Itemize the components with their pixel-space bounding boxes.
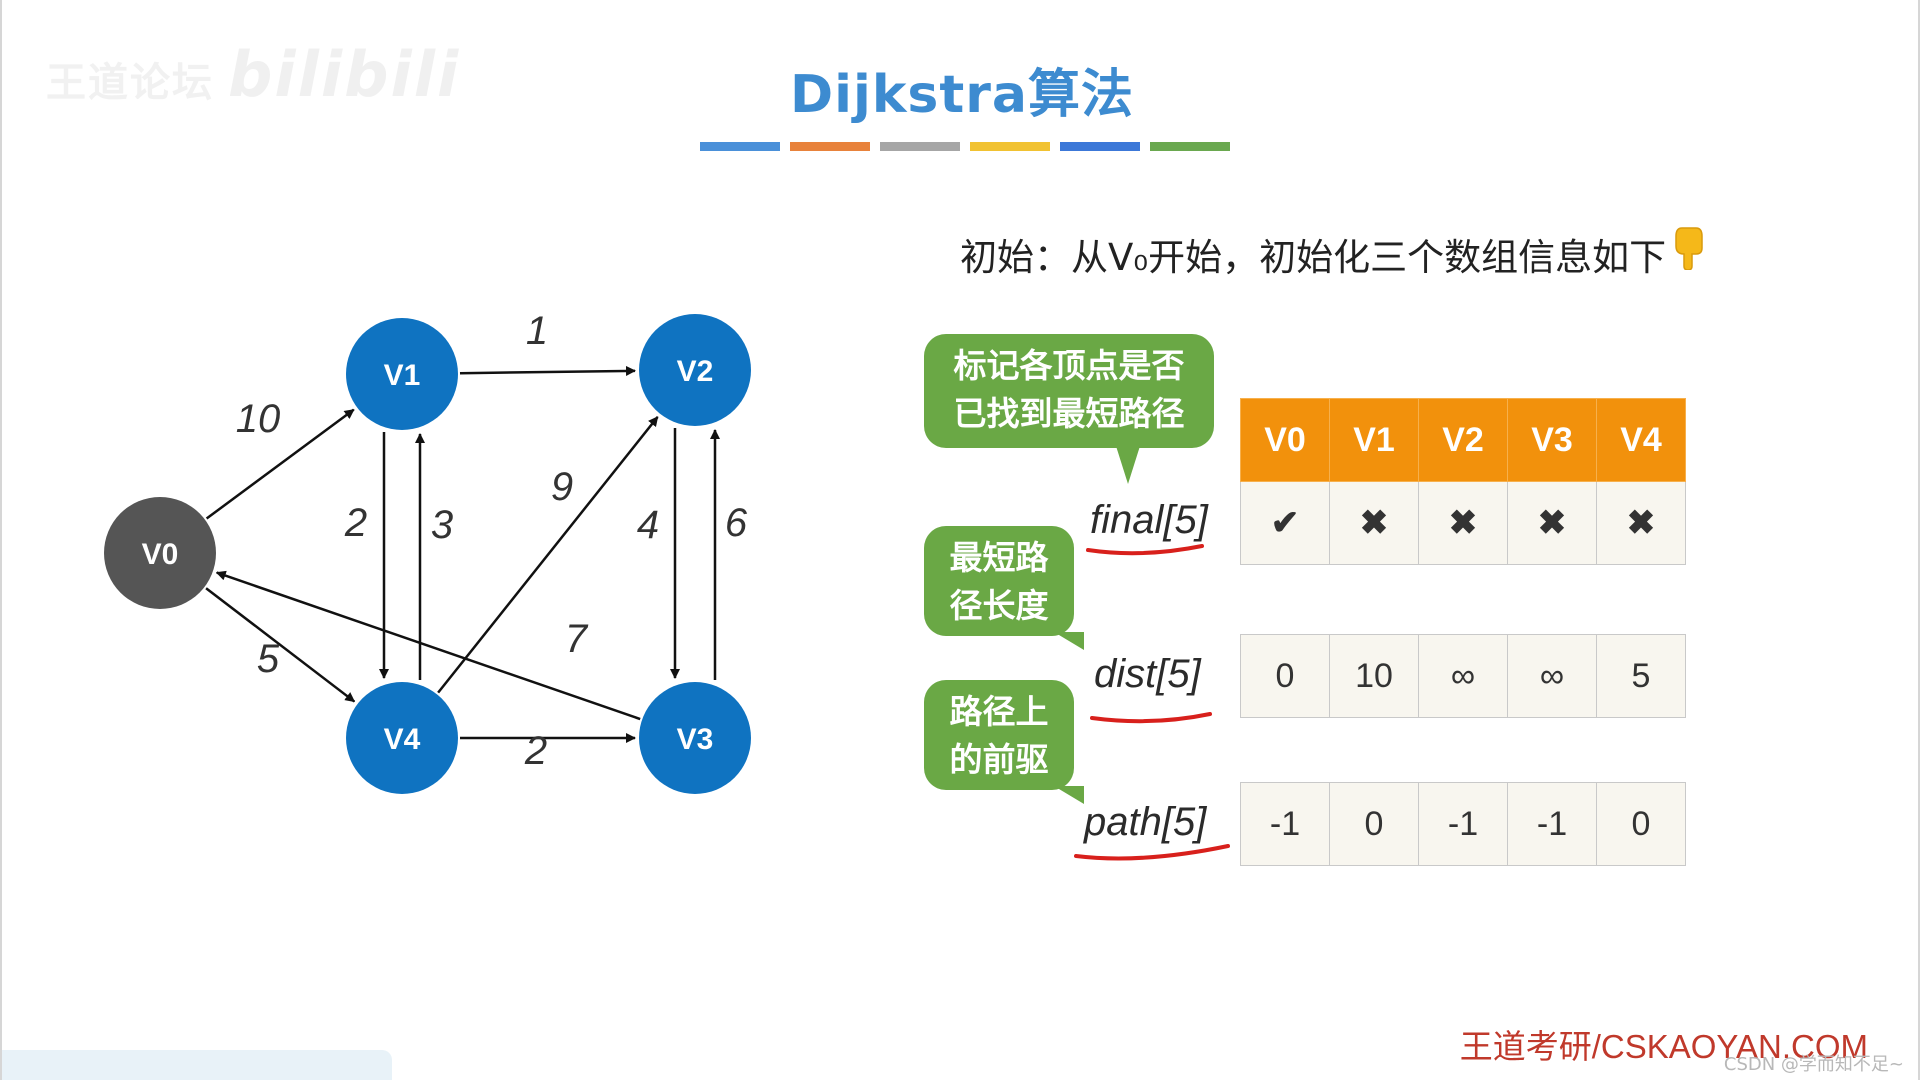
dist-cell: ∞ [1507, 634, 1597, 718]
edge-V3-V0 [215, 570, 641, 721]
node-label-V1: V1 [384, 359, 421, 392]
table-header-cell: V0 [1240, 398, 1330, 482]
table-header-cell: V4 [1596, 398, 1686, 482]
color-bar-segment [970, 142, 1050, 151]
edge-weight-V0-V4: 5 [257, 637, 280, 681]
path-array-label: path[5] [1084, 800, 1207, 844]
bilibili-logo: bilibili [228, 38, 461, 111]
edge-weight-V3-V0: 7 [565, 617, 589, 661]
path-cell: 0 [1329, 782, 1419, 866]
path-cell: -1 [1240, 782, 1330, 866]
final-cell: ✖ [1418, 481, 1508, 565]
watermark: 王道论坛 bilibili [46, 38, 460, 111]
path-description-bubble: 路径上 的前驱 [924, 680, 1084, 804]
edge-V0-V1 [205, 408, 355, 520]
edge-weight-V4-V3: 2 [524, 729, 547, 773]
color-bar-segment [1060, 142, 1140, 151]
table-header-cell: V3 [1507, 398, 1597, 482]
path-cell: 0 [1596, 782, 1686, 866]
progress-overlay [2, 1050, 392, 1080]
path-cell: -1 [1418, 782, 1508, 866]
dist-cell: 5 [1596, 634, 1686, 718]
edge-V0-V4 [205, 587, 356, 703]
dist-cell: 10 [1329, 634, 1419, 718]
watermark-text: 王道论坛 [46, 60, 214, 106]
color-bar-segment [1150, 142, 1230, 151]
node-V3 [639, 682, 751, 794]
dist-description-bubble: 最短路 径长度 [924, 526, 1084, 650]
color-bar-segment [700, 142, 780, 151]
node-V2 [639, 314, 751, 426]
edge-weight-V1-V4: 2 [344, 501, 367, 545]
edge-weight-V2-V3: 4 [637, 503, 659, 547]
table-header-cell: V1 [1329, 398, 1419, 482]
node-label-V4: V4 [384, 723, 421, 756]
edge-weight-V3-V2: 6 [725, 501, 748, 545]
footer-brand: 王道考研/CSKAOYAN.COM [1459, 1028, 1868, 1065]
color-bar-segment [880, 142, 960, 151]
edge-weight-V4-V1: 3 [431, 503, 453, 547]
dist-bubble-line-2: 径长度 [949, 586, 1049, 625]
pointing-down-hand-icon [1672, 226, 1708, 279]
dist-cell: ∞ [1418, 634, 1508, 718]
table-header-cell: V2 [1418, 398, 1508, 482]
edge-V1-V2 [459, 365, 637, 376]
dist-bubble-line-1: 最短路 [949, 538, 1049, 577]
edge-V4-V2 [437, 416, 659, 694]
dist-array-label: dist[5] [1094, 652, 1201, 696]
final-description-bubble: 标记各顶点是否 已找到最短路径 [924, 334, 1214, 484]
node-label-V2: V2 [677, 355, 714, 388]
path-bubble-line-2: 的前驱 [949, 740, 1049, 779]
edge-weight-V1-V2: 1 [526, 309, 548, 353]
node-V4 [346, 682, 458, 794]
final-cell: ✔ [1240, 481, 1330, 565]
dist-cell: 0 [1240, 634, 1330, 718]
path-bubble-line-1: 路径上 [949, 692, 1049, 731]
color-bar-segment [790, 142, 870, 151]
final-bubble-line-2: 已找到最短路径 [953, 394, 1185, 433]
node-label-V3: V3 [677, 723, 714, 756]
final-cell: ✖ [1329, 481, 1419, 565]
final-cell: ✖ [1596, 481, 1686, 565]
slide-title: Dijkstra算法 [790, 65, 1134, 125]
node-V0 [104, 497, 216, 609]
final-row: ✔✖✖✖✖ [1240, 481, 1686, 565]
path-cell: -1 [1507, 782, 1597, 866]
final-array-label: final[5] [1090, 498, 1208, 542]
credit-text: CSDN @学而知不足~ [1723, 1054, 1904, 1075]
intro-text: 初始：从V₀开始，初始化三个数组信息如下 [960, 226, 1708, 281]
intro-sentence: 初始：从V₀开始，初始化三个数组信息如下 [960, 236, 1667, 279]
node-label-V0: V0 [142, 538, 179, 571]
node-V1 [346, 318, 458, 430]
final-cell: ✖ [1507, 481, 1597, 565]
edge-weight-V4-V2: 9 [551, 465, 573, 509]
final-bubble-line-1: 标记各顶点是否 [953, 346, 1185, 385]
edge-weight-V0-V1: 10 [236, 397, 281, 441]
